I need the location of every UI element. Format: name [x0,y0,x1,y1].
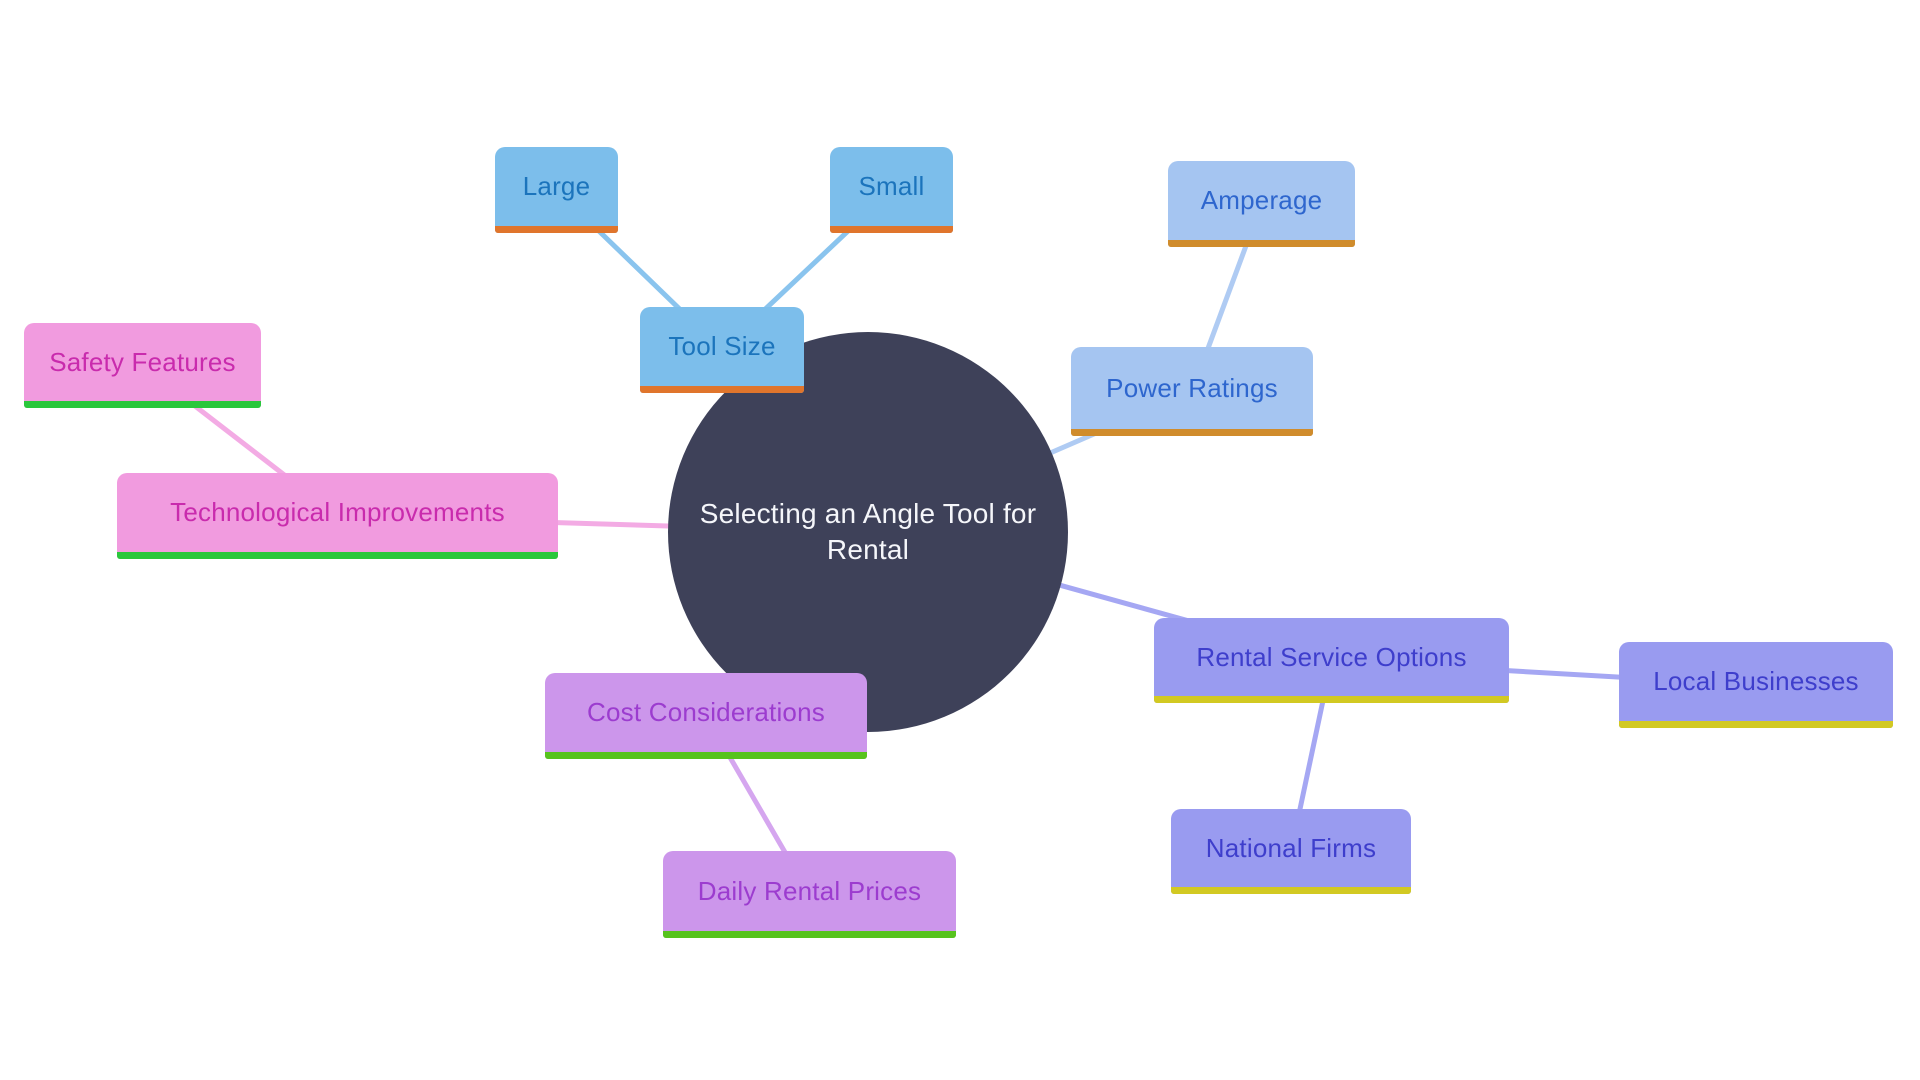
node-label-tool-size: Tool Size [668,331,776,361]
node-label-daily-rental-prices: Daily Rental Prices [697,875,922,906]
node-power-ratings[interactable]: Power Ratings [1071,347,1313,436]
node-large[interactable]: Large [495,147,618,233]
node-daily-rental-prices[interactable]: Daily Rental Prices [663,851,956,938]
node-label-national-firms: National Firms [1205,832,1377,863]
underline-bar-daily-rental-prices [663,931,956,938]
underline-bar-cost-considerations [545,752,867,759]
node-label-small: Small [858,171,925,201]
node-small[interactable]: Small [830,147,953,233]
node-label-safety-features: Safety Features [49,346,236,377]
node-local-businesses[interactable]: Local Businesses [1619,642,1893,728]
central-topic-circle[interactable]: Selecting an Angle Tool for Rental [668,332,1068,732]
underline-bar-tool-size [640,386,804,393]
node-label-large: Large [522,171,591,201]
node-technological-improvements[interactable]: Technological Improvements [117,473,558,559]
node-label-amperage: Amperage [1200,185,1323,215]
underline-bar-rental-service-options [1154,696,1509,703]
underline-bar-large [495,226,618,233]
node-label-power-ratings: Power Ratings [1106,372,1278,403]
node-label-cost-considerations: Cost Considerations [587,697,825,727]
underline-bar-small [830,226,953,233]
node-tool-size[interactable]: Tool Size [640,307,804,393]
node-cost-considerations[interactable]: Cost Considerations [545,673,867,759]
node-label-rental-service-options: Rental Service Options [1196,641,1467,672]
underline-bar-technological-improvements [117,552,558,559]
node-safety-features[interactable]: Safety Features [24,323,261,408]
node-label-technological-improvements: Technological Improvements [170,497,505,527]
node-national-firms[interactable]: National Firms [1171,809,1411,894]
node-label-local-businesses: Local Businesses [1653,666,1859,696]
underline-bar-safety-features [24,401,261,408]
central-topic-title: Selecting an Angle Tool for Rental [699,498,1037,565]
underline-bar-national-firms [1171,887,1411,894]
node-amperage[interactable]: Amperage [1168,161,1355,247]
underline-bar-power-ratings [1071,429,1313,436]
node-rental-service-options[interactable]: Rental Service Options [1154,618,1509,703]
underline-bar-local-businesses [1619,721,1893,728]
underline-bar-amperage [1168,240,1355,247]
